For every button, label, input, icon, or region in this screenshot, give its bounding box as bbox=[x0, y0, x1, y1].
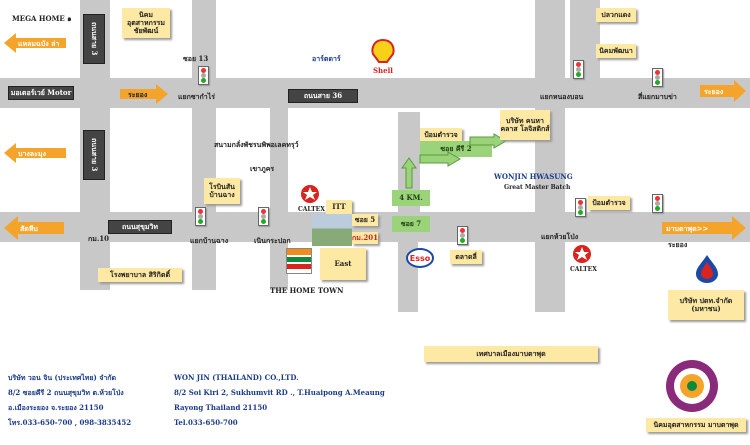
road36-sign: ถนนสาย 36 bbox=[288, 89, 358, 103]
road-photo bbox=[312, 214, 352, 246]
esso-logo-icon: Esso bbox=[406, 248, 434, 268]
nikhom-phatthana-label: นิคมพัฒนา bbox=[596, 44, 636, 58]
soi-kiri-arrow-2 bbox=[469, 133, 507, 149]
sattahip-label: สัตหีบ bbox=[20, 224, 38, 233]
footer-thai: บริษัท วอน จิน (ประเทศไทย) จำกัด 8/2 ซอย… bbox=[8, 370, 131, 430]
footer-en-line: Rayong Thailand 21150 bbox=[174, 403, 268, 412]
rayong-low-label: ระยอง bbox=[668, 240, 688, 249]
si-yaek-label: สี่แยกมาบข่า bbox=[638, 92, 677, 101]
traffic-light-mabkha bbox=[652, 68, 663, 87]
caltex1-label: CALTEX bbox=[298, 206, 325, 213]
caltex2-logo-icon bbox=[573, 245, 591, 263]
rayong-right-arrow bbox=[700, 80, 746, 102]
road-sign-vertical-1: ถนนสาย 3 bbox=[83, 14, 105, 64]
construction-label: สนามกลั่งพัชรนพิพอเลคทรุว์ bbox=[214, 140, 299, 149]
shell-logo-icon bbox=[371, 38, 395, 63]
footer-thai-line: 8/2 ซอยคีรี 2 ถนนสุขุมวิท ต.ห้วยโป่ง bbox=[8, 388, 124, 397]
footer-en-line: WON JIN (THAILAND) CO.,LTD. bbox=[174, 373, 299, 382]
road-vertical-soi13 bbox=[192, 0, 216, 290]
hometown-label: THE HOME TOWN bbox=[270, 286, 344, 295]
yaek-nongbon-label: แยกหนองบอน bbox=[540, 92, 584, 101]
soi5-label: ซอย 5 bbox=[352, 214, 378, 226]
industrial-label: เทศบาลเมืองมาบตาพุด bbox=[424, 346, 598, 362]
yaek-banchang-label: แยกบ้านฉาง bbox=[190, 236, 229, 245]
kao-kore-label: เขาภูคร bbox=[250, 164, 275, 173]
road-vertical-mid bbox=[270, 78, 288, 290]
ptt-label: บริษัท ปตท.จำกัด (มหาชน) bbox=[668, 290, 744, 320]
seven-eleven-logo-icon bbox=[286, 248, 312, 274]
shell-name-label: อาร์ตดาร์ bbox=[312, 54, 341, 63]
km10-label: กม.10 bbox=[88, 234, 110, 243]
phlakdaeng-label: ปลวกแดง bbox=[596, 8, 636, 22]
wonjin-sub-label: Great Master Batch bbox=[504, 184, 571, 191]
footer-thai-line: บริษัท วอน จิน (ประเทศไทย) จำกัด bbox=[8, 373, 117, 382]
talad-label: ตลาดลี่ bbox=[450, 250, 482, 264]
estate-emblem-icon bbox=[666, 360, 718, 412]
up-green-arrow bbox=[401, 157, 417, 189]
road-lower-right bbox=[535, 242, 565, 312]
rayong-top-arrow bbox=[120, 84, 168, 104]
shell-brand-label: Shell bbox=[373, 66, 393, 75]
sukhumvit-sign: ถนนสุขุมวิท bbox=[108, 220, 172, 234]
ban-chang-label: แหลมฉบัง ล่า bbox=[18, 39, 60, 48]
rayong-right-label: ระยอง bbox=[704, 87, 724, 96]
rayong-top-label: ระยอง bbox=[128, 90, 148, 99]
tpi-label: โรบินสัน บ้านฉาง bbox=[204, 178, 240, 204]
sattahip-arrow bbox=[4, 216, 64, 240]
caltex-logo-icon bbox=[301, 185, 319, 203]
footer-english: WON JIN (THAILAND) CO.,LTD. 8/2 Soi Kiri… bbox=[174, 370, 385, 430]
mtp-estate-label: นิคมอุตสาหกรรม มาบตาพุด bbox=[646, 418, 746, 432]
bang-lamung-arrow bbox=[4, 143, 66, 163]
traffic-light-soi7 bbox=[457, 226, 468, 245]
traffic-light-pump bbox=[575, 198, 586, 217]
pump-left-label: ป้อมตำรวจ bbox=[420, 128, 462, 142]
pump-right-label: ป้อมตำรวจ bbox=[588, 196, 630, 210]
footer-thai-line: โทร.033-650-700 , 098-3835452 bbox=[8, 418, 132, 427]
nern-label: เนินกระปอก bbox=[254, 236, 291, 245]
east-label: East bbox=[320, 248, 366, 280]
soi-kiri-arrow bbox=[419, 151, 461, 167]
traffic-light-banchang bbox=[195, 207, 206, 226]
mega-home-label: MEGA HOME ๑ bbox=[12, 14, 72, 23]
company-top-label: นิคมอุตสาหกรรม ชัยพัฒน์ bbox=[122, 8, 170, 38]
map-ta-phut-label: มาบตาพุด>> bbox=[666, 224, 709, 233]
km201-label: กม.201 bbox=[352, 232, 378, 244]
traffic-light-east bbox=[652, 194, 663, 213]
itt-label: ITT bbox=[326, 200, 352, 214]
road-sign-vertical-2: ถนนสาย 3 bbox=[83, 130, 105, 180]
ban-chang-arrow bbox=[4, 33, 66, 53]
footer-thai-line: อ.เมืองระยอง จ.ระยอง 21150 bbox=[8, 403, 104, 412]
soi13-label: ซอย 13 bbox=[183, 54, 209, 63]
wonjin-logo-label: WONJIN HWASUNG bbox=[494, 172, 573, 181]
ptt-logo-icon bbox=[696, 255, 718, 283]
hospital-label: โรงพยาบาล สิริกิตติ์ bbox=[98, 268, 182, 282]
footer-en-line: Tel.033-650-700 bbox=[174, 418, 238, 427]
yaek-top-label: แยกซากำไร่ bbox=[178, 92, 215, 101]
motorway-sign: มอเตอร์เวย์ Motor bbox=[8, 86, 74, 100]
yaek-kritsana-label: แยกห้วยโป่ง bbox=[541, 232, 579, 241]
soi7-sign: ซอย 7 bbox=[392, 216, 430, 232]
traffic-light-soi13 bbox=[198, 66, 209, 85]
traffic-light-nongbon bbox=[573, 60, 584, 79]
company-name-label: บริษัท คนหาคลาส โลจิสติกส์ bbox=[500, 110, 550, 140]
traffic-light-nern bbox=[258, 207, 269, 226]
caltex2-label: CALTEX bbox=[570, 266, 597, 273]
footer-en-line: 8/2 Soi Kiri 2, Sukhumvit RD ., T.Huaipo… bbox=[174, 388, 385, 397]
svg-text:Esso: Esso bbox=[410, 254, 431, 263]
road-vertical-nongbon bbox=[535, 0, 565, 290]
bang-lamung-label: บางละมุง bbox=[18, 149, 46, 158]
km4-sign: 4 KM. bbox=[392, 190, 430, 206]
map-ta-phut-arrow bbox=[662, 216, 746, 240]
